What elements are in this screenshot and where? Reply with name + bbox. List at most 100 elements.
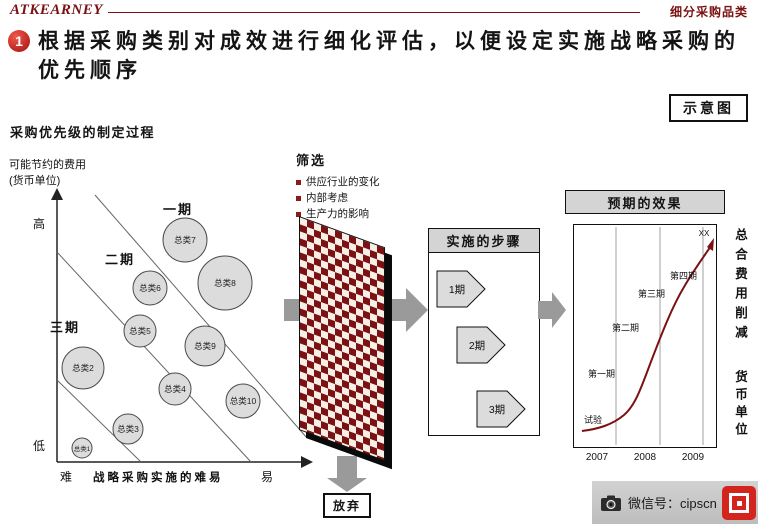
header-divider (108, 12, 640, 13)
category-bubble-label: 总类7 (174, 235, 196, 245)
screening-item-label: 供应行业的变化 (306, 176, 380, 188)
curve-label-trial: 试验 (584, 414, 602, 425)
bubble-group: 总类7 总类8 总类6 总类5 总类9 总类2 总类4 总类10 总类3 总类1 (61, 217, 261, 459)
bullet-icon (296, 211, 301, 217)
curve-label-phase2: 第二期 (612, 322, 639, 333)
step-shape-1: 1期 (436, 270, 486, 308)
category-bubble-label: 总类4 (164, 384, 186, 394)
process-title: 采购优先级的制定过程 (10, 125, 156, 140)
screening-list: 筛选 供应行业的变化 内部考虑 生产力的影响 (296, 150, 436, 222)
category-bubble: 总类8 (197, 255, 253, 311)
category-bubble-label: 总类6 (139, 283, 161, 293)
category-bubble: 总类6 (132, 270, 168, 306)
results-side-label-top: 总合费用削减 (733, 228, 747, 345)
y-axis-title-line2: (货币单位) (9, 173, 60, 187)
phase-label-3: 三期 (50, 320, 80, 335)
category-bubble-label: 总类8 (214, 278, 236, 288)
qr-logo (722, 486, 756, 520)
bullet-icon (296, 195, 301, 201)
priority-bubble-chart: 可能节约的费用 (货币单位) 高 低 一期 二期 三期 总类7 总类8 总类6 总类5… (9, 157, 313, 484)
category-bubble: 总类5 (123, 314, 157, 348)
category-bubble-circle (158, 372, 192, 406)
curve-label-phase3: 第三期 (638, 288, 665, 299)
flow-arrow-to-results (538, 301, 552, 319)
step-label-3: 3期 (489, 404, 505, 416)
wechat-id-label: 微信号：cipscn (628, 496, 717, 511)
curve-arrow-icon (707, 238, 714, 251)
implementation-steps-panel: 实施的步骤 1期 2期 3期 (428, 228, 540, 436)
category-bubble-label: 总类1 (74, 444, 91, 453)
category-bubble-label: 总类5 (129, 326, 151, 336)
category-bubble: 总类1 (71, 437, 93, 459)
step-shape-3: 3期 (476, 390, 526, 428)
qr-logo-dot (737, 501, 742, 506)
category-bubble-circle (112, 413, 144, 445)
camera-icon (601, 495, 621, 511)
year-label: 2008 (633, 452, 657, 463)
category-bubble-label: 总类2 (72, 363, 94, 373)
results-side-label-bottom: 货币单位 (733, 370, 747, 440)
steps-title: 实施的步骤 (429, 229, 539, 253)
y-top-label: XX (699, 229, 710, 238)
step-shape-2: 2期 (456, 326, 506, 364)
discard-box: 放弃 (323, 493, 371, 518)
slide-title: 根据采购类别对成效进行细化评估，以便设定实施战略采购的优先顺序 (38, 30, 740, 83)
y-axis-title-line1: 可能节约的费用 (9, 157, 86, 171)
kearney-logo: ATKEARNEY (10, 2, 103, 18)
list-item: 供应行业的变化 (296, 174, 436, 190)
category-bubble-label: 总类3 (117, 424, 139, 434)
flow-arrow-to-results-head-icon (552, 292, 566, 328)
category-bubble-circle (162, 217, 208, 263)
category-bubble-label: 总类9 (194, 341, 216, 351)
list-item: 内部考虑 (296, 190, 436, 206)
phase-divider-1 (94, 194, 308, 439)
phase-label-1: 一期 (163, 202, 193, 217)
y-low-label: 低 (33, 439, 45, 453)
step-label-1: 1期 (449, 284, 465, 296)
category-bubble-circle (61, 346, 105, 390)
x-easy-label: 易 (261, 470, 273, 484)
category-bubble: 总类10 (225, 383, 261, 419)
results-line-chart: XX 试验 第一期 第二期 第三期 第四期 (581, 227, 714, 445)
category-bubble: 总类7 (162, 217, 208, 263)
results-title: 预期的效果 (565, 190, 725, 214)
category-bubble-circle (184, 325, 226, 367)
year-label: 2007 (585, 452, 609, 463)
category-bubble-label: 总类10 (230, 396, 257, 406)
category-bubble-circle (225, 383, 261, 419)
phase-divider-2 (56, 251, 252, 463)
curve-label-phase1: 第一期 (588, 368, 615, 379)
phase-divider-3 (56, 379, 142, 463)
x-hard-label: 难 (60, 470, 72, 484)
x-axis-arrow-icon (301, 456, 313, 468)
curve-label-phase4: 第四期 (670, 270, 697, 281)
category-bubble-circle (132, 270, 168, 306)
screening-title: 筛选 (296, 153, 327, 168)
bullet-icon (296, 179, 301, 185)
x-axis-title: 战略采购实施的难易 (93, 470, 224, 484)
schematic-badge: 示意图 (669, 94, 748, 122)
category-bubble-circle (123, 314, 157, 348)
year-label: 2009 (681, 452, 705, 463)
screening-sieve (299, 216, 385, 462)
y-axis-arrow-icon (51, 188, 63, 200)
category-bubble: 总类4 (158, 372, 192, 406)
y-high-label: 高 (33, 216, 45, 231)
phase-label-2: 二期 (105, 252, 135, 267)
discard-arrow-down-head-icon (327, 478, 367, 492)
steps-shapes: 1期 2期 3期 (436, 270, 526, 428)
category-bubble-circle (71, 437, 93, 459)
category-bubble: 总类3 (112, 413, 144, 445)
discard-arrow-down (337, 456, 357, 478)
step-label-2: 2期 (469, 340, 485, 352)
screening-item-label: 内部考虑 (306, 192, 348, 204)
category-bubble: 总类2 (61, 346, 105, 390)
qr-logo-pattern (729, 493, 749, 513)
flow-arrow-right-head-icon (406, 288, 428, 332)
title-number-badge: 1 (8, 30, 30, 52)
screening-item-label: 生产力的影响 (306, 208, 369, 220)
results-year-axis: 2007 2008 2009 (573, 452, 717, 463)
category-breadcrumb: 细分采购品类 (669, 5, 748, 19)
list-item: 生产力的影响 (296, 206, 436, 222)
